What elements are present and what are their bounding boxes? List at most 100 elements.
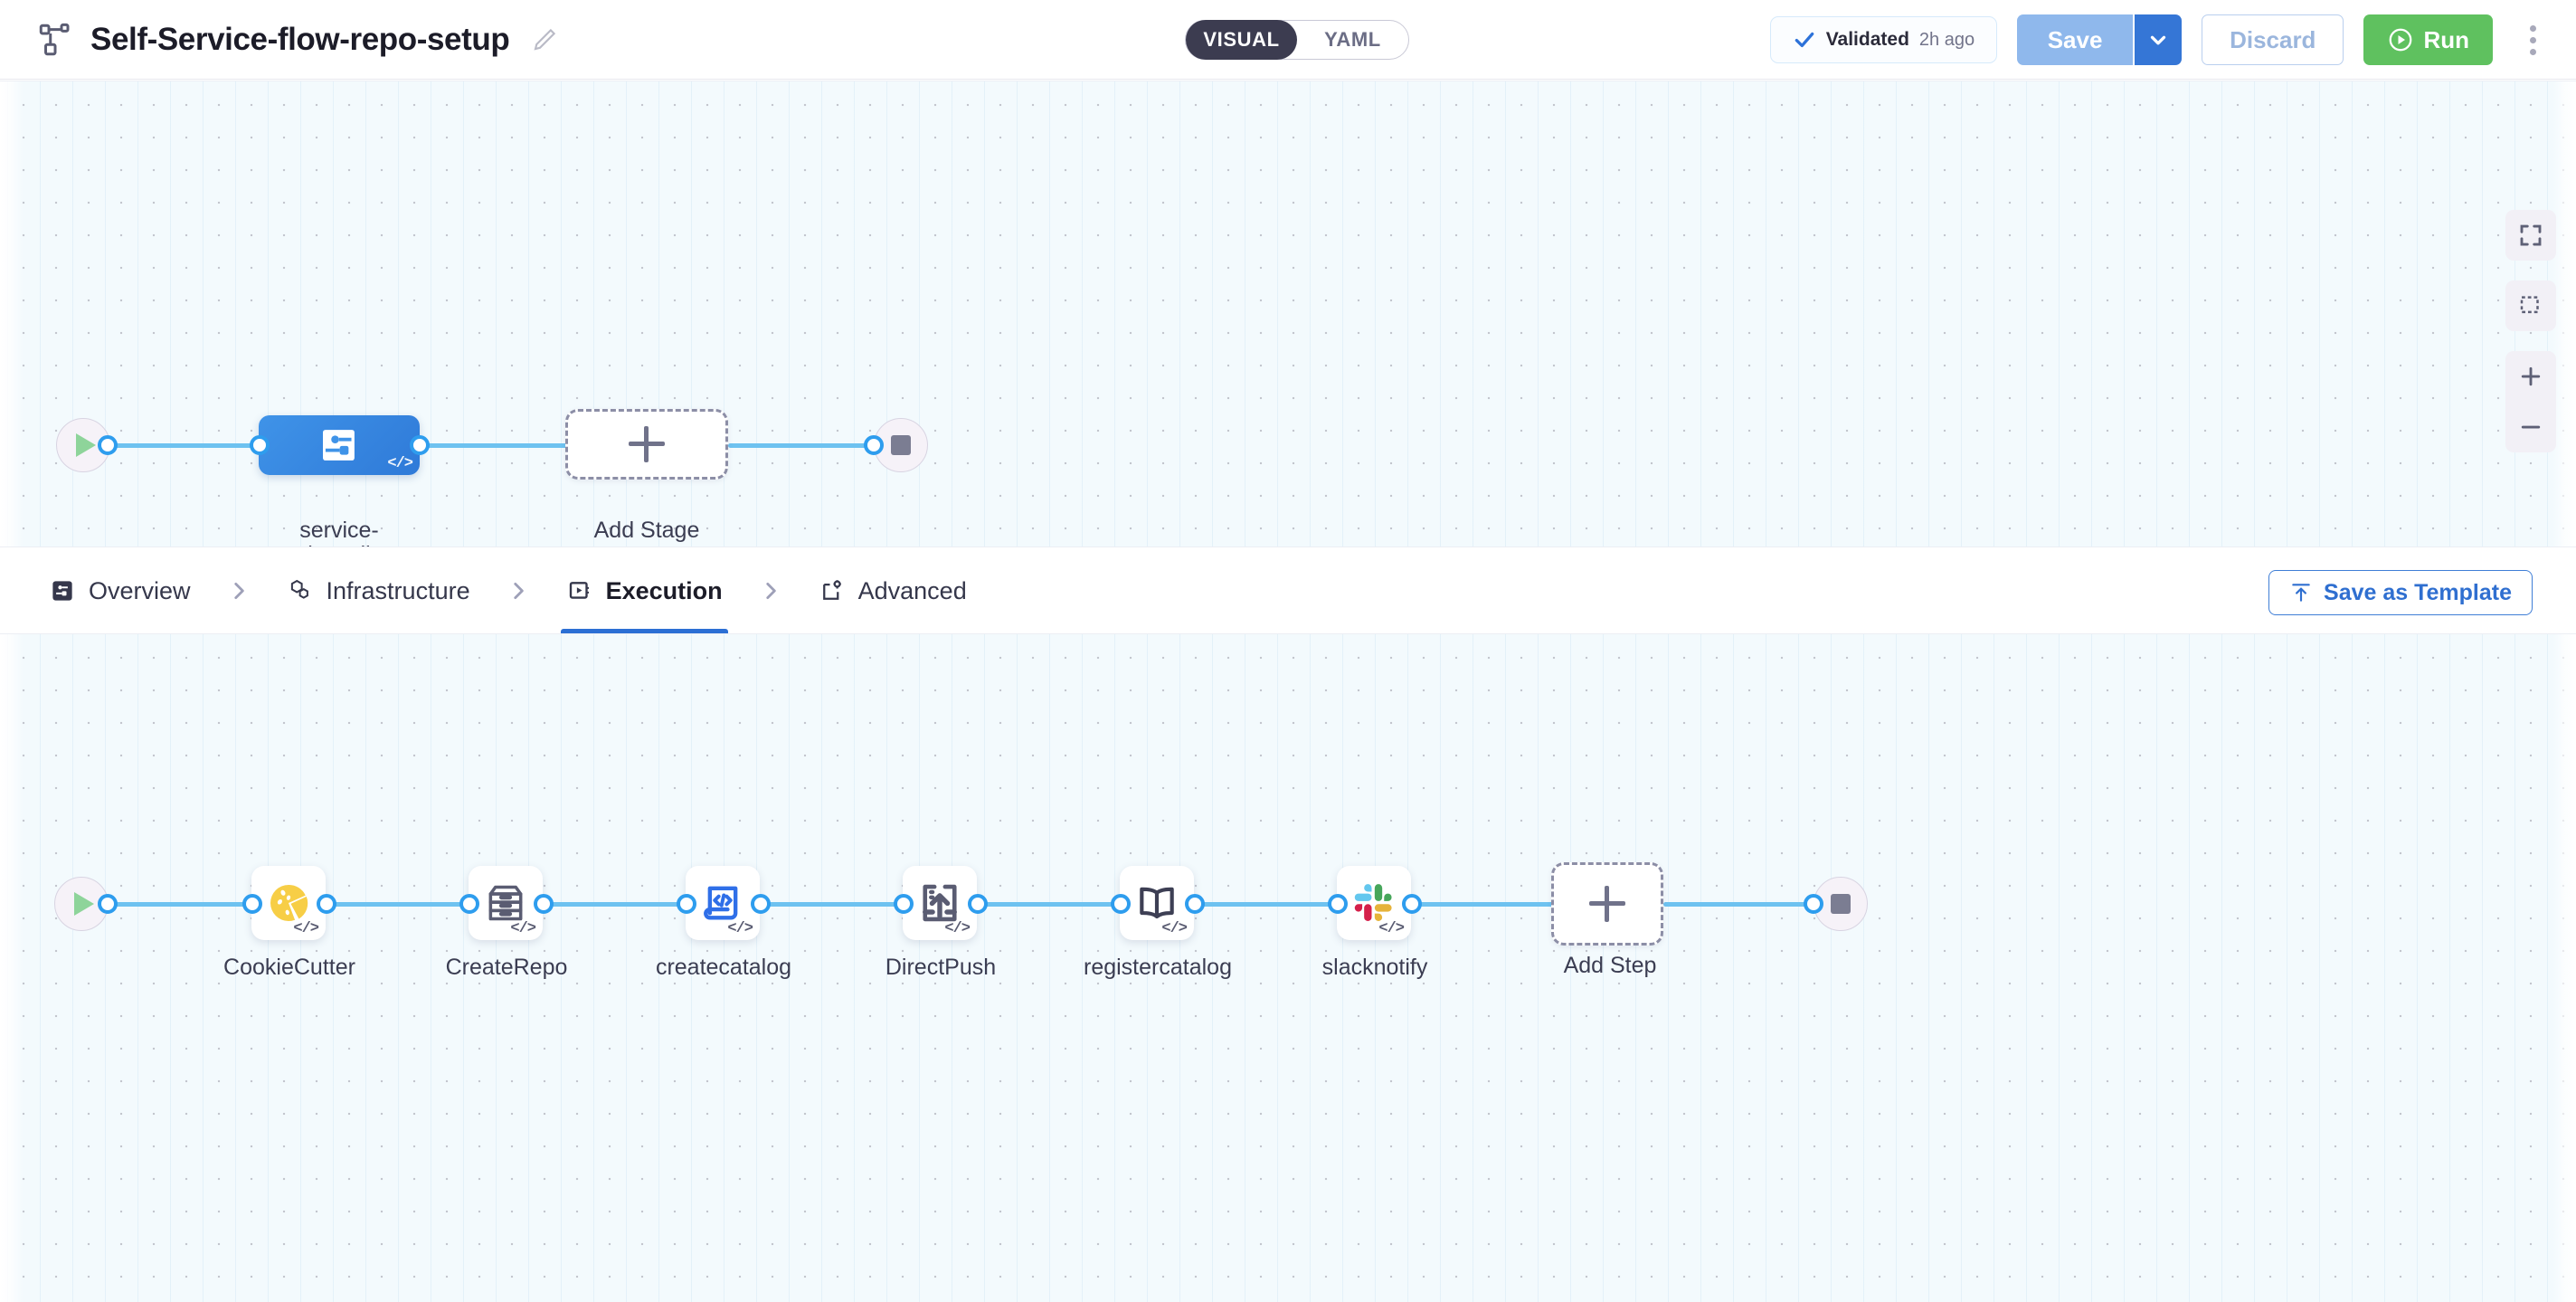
step-node-createcatalog[interactable]: </> bbox=[686, 866, 760, 940]
step-label-cookiecutter: CookieCutter bbox=[223, 955, 355, 980]
discard-button[interactable]: Discard bbox=[2202, 14, 2344, 65]
stage-edge-start-to-stage1 bbox=[107, 443, 259, 448]
step-port-out-createrepo[interactable] bbox=[534, 894, 554, 914]
play-triangle-icon bbox=[76, 433, 96, 457]
stage-edge-add-to-end bbox=[728, 443, 873, 448]
step-code-badge: </> bbox=[1378, 920, 1405, 937]
stage-canvas[interactable]: </> service- onboarding Add Stage bbox=[0, 81, 2576, 547]
step-code-badge: </> bbox=[510, 920, 536, 937]
stage-end-port[interactable] bbox=[864, 435, 884, 455]
execution-icon bbox=[566, 577, 593, 604]
step-code-badge: </> bbox=[727, 920, 753, 937]
zoom-in-icon[interactable] bbox=[2505, 351, 2556, 402]
stage-node-label: service- onboarding bbox=[282, 518, 395, 546]
tab-advanced[interactable]: Advanced bbox=[813, 548, 972, 633]
step-canvas[interactable]: </> CookieCutter </> CreateRepo </> bbox=[0, 633, 2576, 1302]
tab-execution-label: Execution bbox=[605, 576, 723, 604]
slack-logo-icon bbox=[1351, 880, 1397, 926]
stage-node-output-port[interactable] bbox=[410, 435, 430, 455]
tab-overview[interactable]: Overview bbox=[43, 548, 196, 633]
code-document-icon bbox=[700, 880, 745, 926]
save-as-template-label: Save as Template bbox=[2324, 579, 2512, 605]
step-edge-4 bbox=[977, 902, 1120, 907]
plus-icon bbox=[629, 426, 665, 462]
step-port-in-createcatalog[interactable] bbox=[677, 894, 696, 914]
mode-option-visual[interactable]: VISUAL bbox=[1186, 20, 1297, 60]
step-port-in-createrepo[interactable] bbox=[459, 894, 479, 914]
step-code-badge: </> bbox=[1161, 920, 1188, 937]
tab-overview-label: Overview bbox=[89, 576, 191, 604]
step-label-directpush: DirectPush bbox=[885, 955, 997, 980]
fit-to-screen-icon[interactable] bbox=[2505, 210, 2556, 261]
step-code-badge: </> bbox=[944, 920, 971, 937]
save-button-group[interactable]: Save bbox=[2017, 14, 2183, 65]
section-tabbar: Overview Infrastructure bbox=[0, 548, 2576, 633]
status-badge-validated: Validated 2h ago bbox=[1769, 16, 1998, 63]
save-dropdown-button[interactable] bbox=[2133, 14, 2183, 65]
view-mode-toggle[interactable]: VISUAL YAML bbox=[1185, 20, 1409, 60]
run-button[interactable]: Run bbox=[2363, 14, 2493, 65]
tab-infrastructure-label: Infrastructure bbox=[326, 576, 470, 604]
stage-start-port[interactable] bbox=[98, 435, 118, 455]
step-edge-6 bbox=[1411, 902, 1556, 907]
step-node-cookiecutter[interactable]: </> bbox=[251, 866, 326, 940]
step-node-createrepo[interactable]: </> bbox=[469, 866, 543, 940]
step-edge-7 bbox=[1663, 902, 1810, 907]
tab-list: Overview Infrastructure bbox=[0, 548, 972, 633]
fit-to-screen-control[interactable] bbox=[2505, 210, 2556, 261]
step-port-out-createcatalog[interactable] bbox=[751, 894, 771, 914]
step-edge-1 bbox=[326, 902, 469, 907]
step-start-port[interactable] bbox=[98, 894, 118, 914]
zoom-out-icon[interactable] bbox=[2505, 402, 2556, 452]
pencil-edit-icon[interactable] bbox=[531, 26, 558, 53]
upload-template-icon bbox=[2289, 581, 2313, 604]
chevron-down-icon bbox=[2146, 28, 2170, 52]
mode-option-yaml[interactable]: YAML bbox=[1324, 28, 1381, 51]
cookie-icon bbox=[266, 880, 311, 926]
upload-frame-icon bbox=[917, 880, 962, 926]
step-edge-5 bbox=[1194, 902, 1337, 907]
run-label: Run bbox=[2423, 25, 2469, 53]
step-port-in-slacknotify[interactable] bbox=[1328, 894, 1348, 914]
add-step-node[interactable] bbox=[1551, 862, 1663, 946]
app-header: Self-Service-flow-repo-setup VISUAL YAML… bbox=[0, 0, 2576, 80]
step-port-out-directpush[interactable] bbox=[968, 894, 988, 914]
header-left-group: Self-Service-flow-repo-setup bbox=[0, 21, 558, 59]
step-port-out-cookiecutter[interactable] bbox=[317, 894, 336, 914]
pipeline-flow-icon bbox=[36, 21, 74, 59]
stop-square-icon bbox=[1831, 894, 1851, 914]
step-port-out-registercatalog[interactable] bbox=[1185, 894, 1205, 914]
stage-node-input-port[interactable] bbox=[250, 435, 270, 455]
stage-node-service-onboarding[interactable]: </> bbox=[259, 415, 420, 475]
add-step-label: Add Step bbox=[1563, 953, 1657, 978]
step-node-slacknotify[interactable]: </> bbox=[1337, 866, 1411, 940]
save-button[interactable]: Save bbox=[2017, 14, 2134, 65]
step-port-in-directpush[interactable] bbox=[894, 894, 914, 914]
step-port-out-slacknotify[interactable] bbox=[1402, 894, 1422, 914]
step-edge-2 bbox=[543, 902, 686, 907]
save-as-template-button[interactable]: Save as Template bbox=[2268, 570, 2533, 615]
header-actions: Validated 2h ago Save Discard Run bbox=[1769, 0, 2552, 80]
step-end-port[interactable] bbox=[1804, 894, 1823, 914]
step-end-node[interactable] bbox=[1814, 877, 1868, 931]
add-stage-node[interactable] bbox=[565, 409, 728, 480]
step-code-badge: </> bbox=[293, 920, 319, 937]
step-node-registercatalog[interactable]: </> bbox=[1120, 866, 1194, 940]
step-label-registercatalog: registercatalog bbox=[1084, 955, 1232, 980]
tab-execution[interactable]: Execution bbox=[560, 548, 728, 633]
marquee-select-icon[interactable] bbox=[2505, 280, 2556, 331]
chevron-right-icon bbox=[196, 579, 281, 603]
stage-code-badge: </> bbox=[387, 455, 413, 472]
play-circle-icon bbox=[2387, 26, 2414, 53]
archive-drawer-icon bbox=[483, 880, 528, 926]
zoom-controls[interactable] bbox=[2505, 351, 2556, 452]
step-port-in-cookiecutter[interactable] bbox=[242, 894, 262, 914]
advanced-icon bbox=[819, 577, 846, 604]
step-label-slacknotify: slacknotify bbox=[1321, 955, 1428, 980]
tab-infrastructure[interactable]: Infrastructure bbox=[281, 548, 476, 633]
kebab-menu-icon[interactable] bbox=[2513, 14, 2552, 65]
marquee-select-control[interactable] bbox=[2505, 280, 2556, 331]
step-node-directpush[interactable]: </> bbox=[903, 866, 977, 940]
step-port-in-registercatalog[interactable] bbox=[1111, 894, 1131, 914]
stage-canvas-controls[interactable] bbox=[2505, 210, 2556, 452]
